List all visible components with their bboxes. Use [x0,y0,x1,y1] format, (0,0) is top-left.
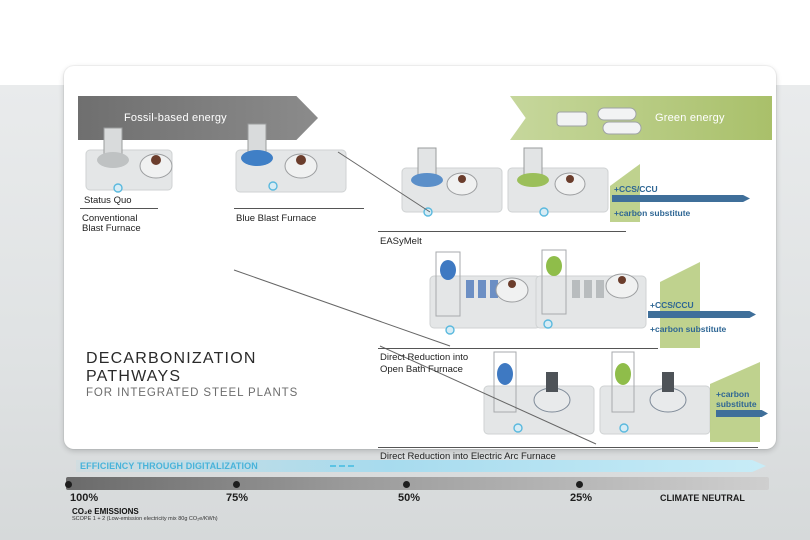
scale-dot-75 [233,481,240,488]
diagram-subtitle: FOR INTEGRATED STEEL PLANTS [86,387,299,399]
divider-status-quo [80,208,158,209]
dr-obf-label-line1: Direct Reduction into [380,352,469,363]
conventional-label: Conventional [82,213,138,224]
easymelt-label: EASyMelt [380,236,422,247]
scale-dot-25 [576,481,583,488]
divider-dr-obf [378,348,658,349]
dr-eaf-label: Direct Reduction into Electric Arc Furna… [380,451,556,462]
green-energy-label: Green energy [655,112,725,124]
ccs-ccu-tag-2: +CCS/CCU [650,300,694,310]
scale-label-75: 75% [226,492,249,504]
fossil-energy-label: Fossil-based energy [124,112,227,124]
carbon-substitute-tag-1: +carbon substitute [614,208,691,218]
scale-dot-100 [65,481,72,488]
scale-dot-50 [403,481,410,488]
scale-label-100: 100% [70,492,99,504]
blue-blast-furnace-label: Blue Blast Furnace [236,213,317,224]
carbon-substitute-tag-3-line1: +carbon [716,389,750,399]
scale-label-50: 50% [398,492,421,504]
fossil-energy-banner: Fossil-based energy [78,96,318,140]
divider-dr-eaf [378,447,758,448]
green-energy-banner: Green energy [510,96,772,140]
divider-easymelt [378,231,626,232]
emission-scale-bar [66,477,769,490]
efficiency-dash [330,465,336,467]
carbon-substitute-tag-3-line2: substitute [716,399,757,409]
scale-label-climate-neutral: CLIMATE NEUTRAL [660,493,745,503]
co2e-emissions-label: CO₂e EMISSIONS [72,507,139,516]
efficiency-label: EFFICIENCY THROUGH DIGITALIZATION [80,461,258,471]
dr-obf-label-line2: Open Bath Furnace [380,364,463,375]
scale-label-25: 25% [570,492,593,504]
diagram-title: DECARBONIZATION PATHWAYS [86,350,257,385]
blast-furnace-label: Blast Furnace [82,223,141,234]
ccs-ccu-tag-1: +CCS/CCU [614,184,658,194]
status-quo-label: Status Quo [84,195,132,206]
scope-note: SCOPE 1 + 2 (Low-emission electricity mi… [72,516,218,522]
divider-blue-blast [234,208,364,209]
efficiency-dash [348,465,354,467]
efficiency-dash [339,465,345,467]
efficiency-arrow [76,460,766,472]
carbon-substitute-tag-2: +carbon substitute [650,324,727,334]
